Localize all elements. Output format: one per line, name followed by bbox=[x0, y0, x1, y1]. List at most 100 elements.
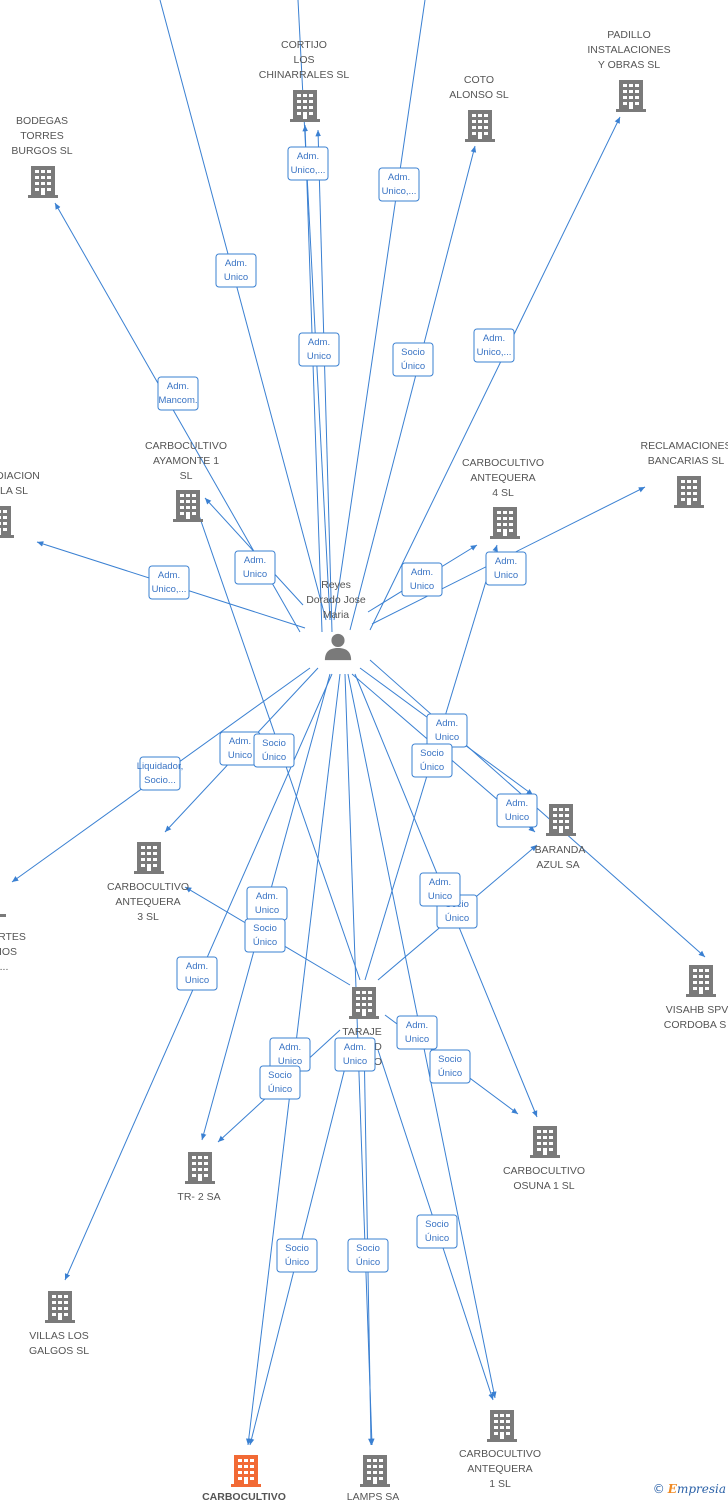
relation-label-text: Único bbox=[262, 752, 286, 763]
relation-label-text: Unico,... bbox=[152, 584, 187, 595]
person-node-reyes-dorado[interactable]: Reyes Dorado Jose Maria bbox=[306, 579, 366, 661]
copyright-symbol: © bbox=[652, 1482, 665, 1496]
company-node-antequera-3[interactable]: CARBOCULTIVO ANTEQUERA 3 SL bbox=[107, 842, 189, 923]
relation-label-r-baranda1[interactable]: Adm.Unico bbox=[426, 713, 468, 748]
company-label: OSUNA 1 SL bbox=[513, 1180, 574, 1192]
company-label: BANCARIAS SL bbox=[648, 455, 725, 467]
relation-label-r-visahb[interactable]: Adm.Unico bbox=[496, 793, 538, 828]
relation-label-r-padillo[interactable]: Adm. Unico,... bbox=[473, 328, 515, 363]
relation-label-r-bodegas[interactable]: Adm.Mancom. bbox=[157, 376, 199, 411]
relation-label-r-lamps-a[interactable]: Adm.Unico bbox=[334, 1037, 376, 1072]
company-node-tr2[interactable]: TR- 2 SA bbox=[177, 1152, 221, 1203]
company-node-ayamonte[interactable]: CARBOCULTIVO AYAMONTE 1 SL bbox=[145, 440, 227, 522]
company-node-antequera-1[interactable]: CARBOCULTIVO ANTEQUERA 1 SL bbox=[459, 1410, 541, 1490]
company-node-mediacion[interactable]: DIACION LA SL bbox=[0, 470, 40, 538]
relation-label-r-ayamonte[interactable]: Adm.Unico bbox=[234, 550, 276, 585]
relation-label-text: Adm. bbox=[344, 1042, 366, 1053]
building-icon bbox=[546, 804, 576, 836]
relation-label-text: Unico bbox=[228, 750, 252, 761]
relation-label-box bbox=[176, 956, 218, 991]
relation-label-text: Adm. bbox=[495, 556, 517, 567]
relation-label-r-mediacion[interactable]: Adm.Unico,... bbox=[148, 565, 190, 600]
relation-label-text: Adm. bbox=[186, 961, 208, 972]
relation-label-text: Socio bbox=[356, 1243, 380, 1254]
relation-label-r-villas[interactable]: Adm.Unico bbox=[176, 956, 218, 991]
relation-label-box bbox=[496, 793, 538, 828]
relation-label-text: Adm. bbox=[279, 1042, 301, 1053]
relation-label-box bbox=[148, 565, 190, 600]
relation-label-r-taraje-a3a[interactable]: Adm.Unico bbox=[246, 886, 288, 921]
building-icon bbox=[349, 987, 379, 1019]
company-node-baranda[interactable]: BARANDA AZUL SA bbox=[535, 804, 586, 871]
company-label: AYAMONTE 1 bbox=[153, 455, 219, 467]
relation-label-r-osuna-a[interactable]: Adm.Unico bbox=[396, 1015, 438, 1050]
company-label: AZUL SA bbox=[536, 859, 579, 871]
relation-label-text: Adm. bbox=[411, 567, 433, 578]
relation-label-r-cortijo[interactable]: Adm.Unico,... bbox=[287, 146, 329, 181]
company-label: ANTEQUERA bbox=[115, 896, 180, 908]
relation-label-text: Unico bbox=[410, 581, 434, 592]
company-node-villas[interactable]: VILLAS LOS GALGOS SL bbox=[29, 1291, 89, 1357]
relation-label-text: Socio... bbox=[144, 775, 176, 786]
relation-label-text: Adm. bbox=[483, 333, 505, 344]
building-icon bbox=[290, 90, 320, 122]
relation-label-box bbox=[419, 872, 461, 907]
relation-label-r-baranda2[interactable]: Adm.Unico bbox=[419, 872, 461, 907]
relation-label-box bbox=[157, 376, 199, 411]
relation-edge bbox=[333, 0, 426, 621]
relation-label-r-leftpartial[interactable]: Liquidador, Socio... bbox=[137, 756, 183, 791]
relation-label-text: Único bbox=[438, 1068, 462, 1079]
relation-edge bbox=[369, 116, 621, 631]
building-icon bbox=[28, 166, 58, 198]
relation-label-r-topright[interactable]: Adm.Unico,... bbox=[378, 167, 420, 202]
company-node-taraje[interactable]: TARAJE D O bbox=[342, 987, 382, 1068]
company-label: LA SL bbox=[0, 485, 28, 497]
company-label: DIACION bbox=[0, 470, 40, 482]
person-label-line-3: Maria bbox=[323, 609, 349, 621]
relation-label-box bbox=[287, 146, 329, 181]
company-label: LAMPS SA bbox=[347, 1491, 400, 1500]
company-node-reclamaciones[interactable]: RECLAMACIONES BANCARIAS SL bbox=[640, 440, 728, 508]
relation-label-text: Único bbox=[425, 1233, 449, 1244]
company-label: 3 SL bbox=[137, 911, 159, 923]
relation-label-text: Socio bbox=[420, 748, 444, 759]
relation-label-text: Unico bbox=[224, 272, 248, 283]
company-label: PADILLO bbox=[607, 29, 651, 41]
relation-label-r-reclamaciones[interactable]: Adm.Unico bbox=[485, 551, 527, 586]
company-node-padillo[interactable]: PADILLO INSTALACIONES Y OBRAS SL bbox=[587, 29, 671, 112]
relation-label-r-cortijo2[interactable]: Adm.Unico bbox=[298, 332, 340, 367]
company-node-visahb[interactable]: VISAHB SPV CORDOBA S bbox=[664, 965, 728, 1031]
relation-label-r-antequera3a[interactable]: Adm.Unico bbox=[219, 731, 261, 766]
relation-label-text: Liquidador, bbox=[137, 761, 183, 772]
company-node-coto[interactable]: COTO ALONSO SL bbox=[449, 74, 509, 142]
company-node-antequera-4[interactable]: CARBOCULTIVO ANTEQUERA 4 SL bbox=[462, 457, 544, 539]
company-label: D bbox=[374, 1041, 382, 1053]
building-icon bbox=[616, 80, 646, 112]
relation-label-text: Unico bbox=[255, 905, 279, 916]
company-label: ALONSO SL bbox=[449, 89, 509, 101]
relation-label-text: Único bbox=[420, 762, 444, 773]
company-node-left-partial[interactable]: RTES IOS ... bbox=[0, 914, 26, 973]
watermark-brand-rest: mpresia bbox=[676, 1482, 726, 1496]
relation-label-text: Único bbox=[285, 1257, 309, 1268]
relation-label-text: Unico,... bbox=[477, 347, 512, 358]
company-node-bodegas[interactable]: BODEGAS TORRES BURGOS SL bbox=[11, 115, 73, 198]
company-node-osuna[interactable]: CARBOCULTIVO OSUNA 1 SL bbox=[503, 1126, 585, 1192]
company-node-lamps[interactable]: LAMPS SA bbox=[347, 1455, 400, 1500]
building-icon bbox=[490, 507, 520, 539]
relation-label-text: Único bbox=[268, 1084, 292, 1095]
relation-label-r-topleft[interactable]: Adm.Unico bbox=[215, 253, 257, 288]
company-node-carbocultivo-highlighted[interactable]: CARBOCULTIVO bbox=[202, 1455, 286, 1500]
relation-label-box bbox=[234, 550, 276, 585]
company-node-cortijo[interactable]: CORTIJO LOS CHINARRALES SL bbox=[259, 39, 350, 122]
relation-label-r-antequera4[interactable]: Adm. Unico bbox=[401, 562, 443, 597]
